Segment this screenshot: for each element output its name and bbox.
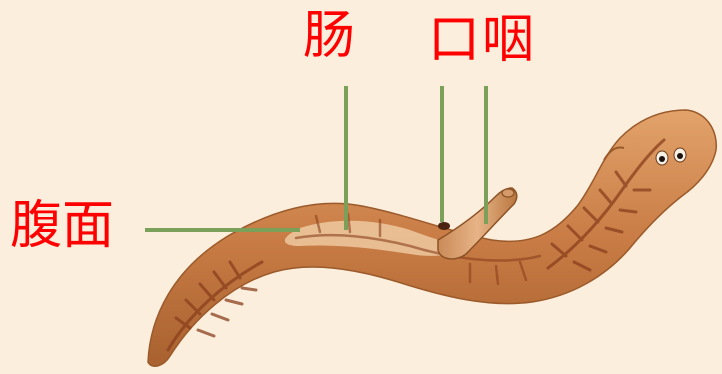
label-ventral-side: 腹面 bbox=[10, 200, 114, 252]
label-mouth: 口 bbox=[428, 14, 480, 66]
mouth-opening bbox=[438, 222, 450, 230]
pharynx-opening bbox=[502, 189, 514, 197]
label-pharynx: 咽 bbox=[482, 14, 534, 66]
label-gut: 肠 bbox=[303, 10, 355, 62]
